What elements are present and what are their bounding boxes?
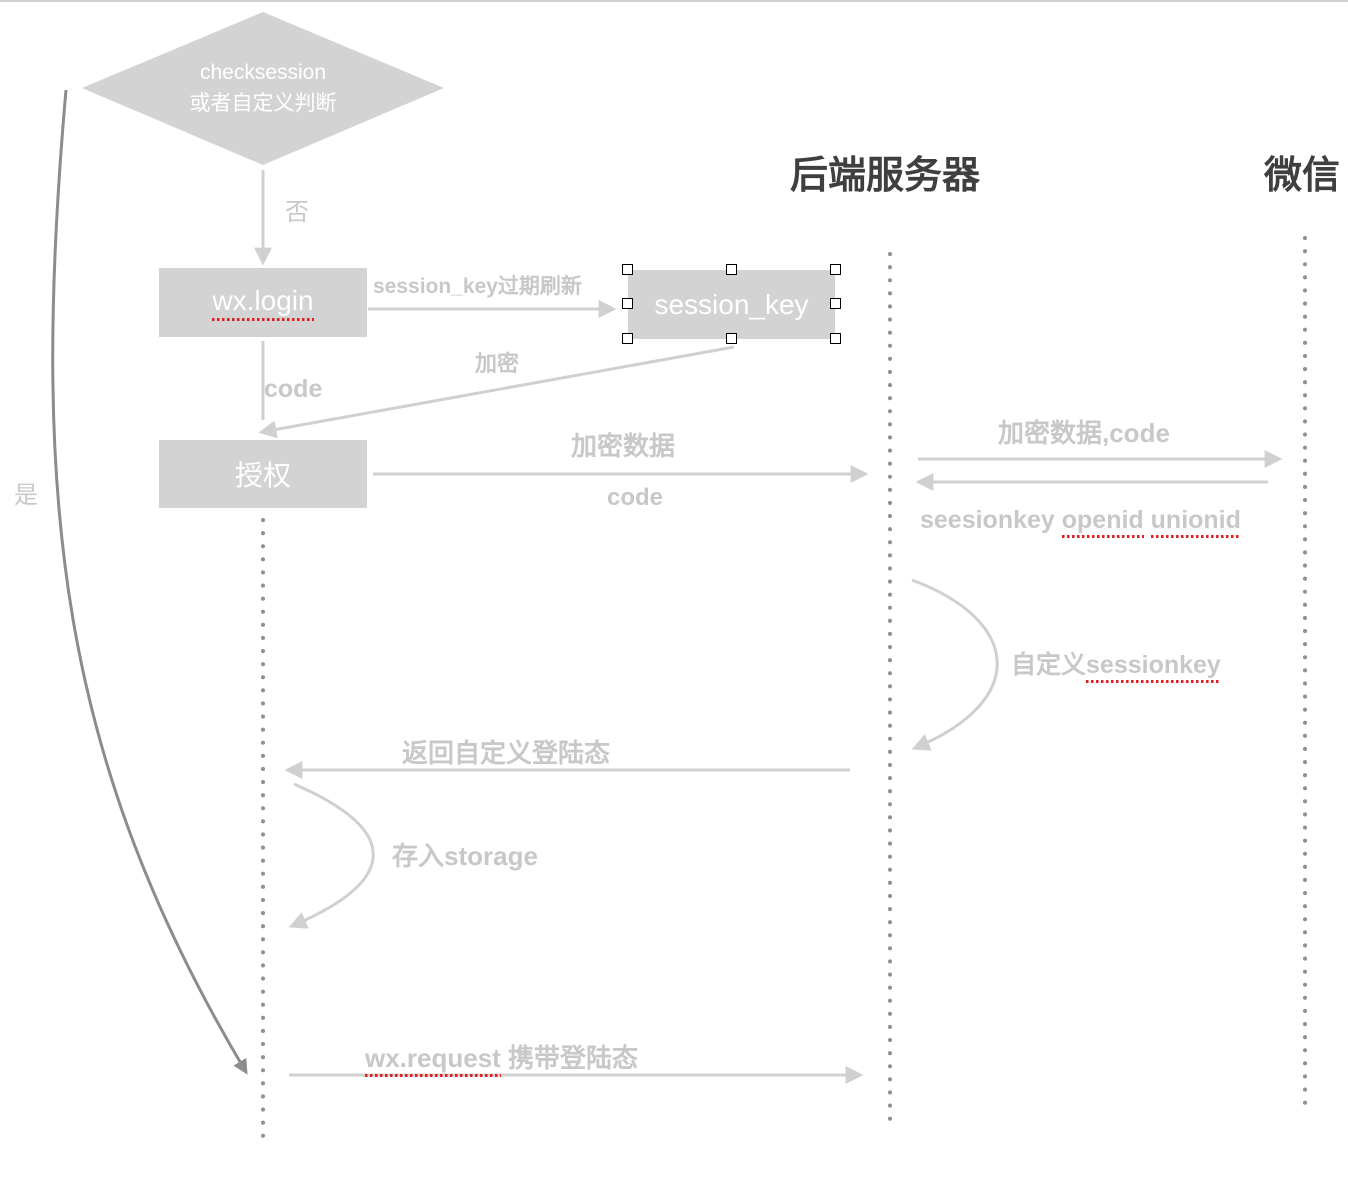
label-no: 否 bbox=[285, 199, 309, 226]
label-seesionkey: seesionkey bbox=[920, 506, 1062, 534]
decision-diamond[interactable] bbox=[82, 12, 444, 165]
arrow-encrypt bbox=[258, 345, 735, 439]
selection-handle-bl[interactable] bbox=[622, 333, 633, 344]
label-return-state: 返回自定义登陆态 bbox=[402, 738, 611, 768]
label-from-wechat: seesionkey openid unionid bbox=[920, 506, 1241, 538]
session-key-box[interactable]: session_key bbox=[628, 270, 835, 339]
label-request-rest: 携带登陆态 bbox=[500, 1043, 639, 1073]
selection-handle-tm[interactable] bbox=[726, 264, 737, 275]
label-unionid: unionid bbox=[1150, 506, 1241, 538]
label-request-fn: wx.request bbox=[365, 1043, 501, 1077]
label-request: wx.request 携带登陆态 bbox=[365, 1043, 639, 1077]
wechat-lane-title: 微信 bbox=[1264, 155, 1341, 197]
arrow-yes bbox=[51, 89, 248, 1075]
arrow-store bbox=[288, 782, 375, 929]
label-custom-prefix: 自定义 bbox=[1011, 651, 1087, 679]
decision-text-2: 或者自定义判断 bbox=[189, 92, 337, 115]
label-to-wechat: 加密数据,code bbox=[998, 418, 1170, 448]
arrow-custom-sessionkey bbox=[911, 578, 999, 751]
wx-login-label: wx.login bbox=[212, 284, 314, 321]
wx-login-box[interactable]: wx.login bbox=[159, 268, 367, 337]
label-code: code bbox=[264, 375, 323, 403]
session-key-label: session_key bbox=[654, 288, 809, 320]
selection-handle-mr[interactable] bbox=[830, 298, 841, 309]
decision-text-1: checksession bbox=[199, 61, 327, 84]
top-border bbox=[0, 0, 1348, 2]
label-yes: 是 bbox=[14, 482, 38, 509]
selection-handle-br[interactable] bbox=[830, 333, 841, 344]
label-code-2: code bbox=[607, 484, 664, 511]
selection-handle-tr[interactable] bbox=[830, 264, 841, 275]
selection-handle-ml[interactable] bbox=[622, 298, 633, 309]
authorize-box[interactable]: 授权 bbox=[159, 440, 367, 508]
server-lane-title: 后端服务器 bbox=[790, 155, 981, 197]
label-custom-sessionkey: 自定义sessionkey bbox=[1011, 651, 1221, 683]
label-custom-key: sessionkey bbox=[1086, 651, 1221, 683]
label-store: 存入storage bbox=[392, 841, 538, 871]
selection-handle-tl[interactable] bbox=[622, 264, 633, 275]
label-encrypted-data: 加密数据 bbox=[571, 431, 676, 461]
selection-handle-bm[interactable] bbox=[726, 333, 737, 344]
label-refresh: session_key过期刷新 bbox=[373, 275, 582, 298]
authorize-label: 授权 bbox=[234, 460, 291, 491]
label-openid: openid bbox=[1061, 506, 1144, 538]
label-encrypt: 加密 bbox=[475, 351, 520, 376]
